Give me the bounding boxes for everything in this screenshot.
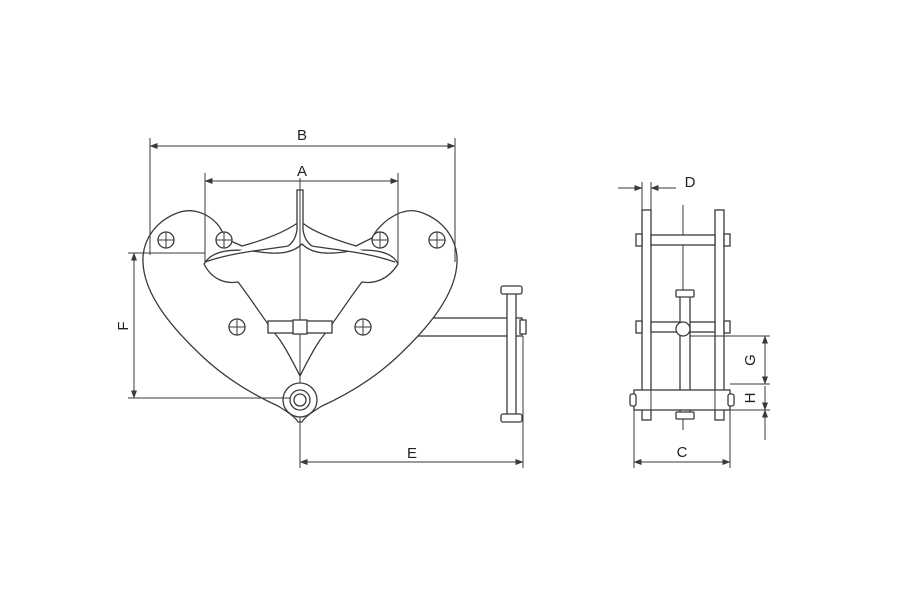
middle-bolt-left <box>228 318 246 336</box>
dimension-label-c: C <box>677 444 688 461</box>
dimension-label-b: B <box>297 127 307 144</box>
upper-bolt-inner-left <box>215 231 233 249</box>
dimension-label-f: F <box>115 321 132 330</box>
beam-window <box>203 243 399 378</box>
left-jaw <box>204 189 304 263</box>
top-bolt <box>650 234 716 246</box>
upper-bolt-outer-right <box>428 231 446 249</box>
left-side-plate <box>641 209 652 421</box>
upper-bolt-inner-right <box>371 231 389 249</box>
dimension-label-e: E <box>407 445 417 462</box>
sliding-jaw-center <box>292 319 308 335</box>
right-side-plate <box>714 209 725 421</box>
dimension-label-h: H <box>742 393 759 404</box>
middle-bolt-right <box>354 318 372 336</box>
screw-end-cap <box>519 319 527 335</box>
side-view: D C G H <box>618 174 770 468</box>
t-handle-bottom-knob <box>500 413 523 423</box>
front-view: A B F E <box>115 127 527 468</box>
dimension-label-d: D <box>685 174 696 191</box>
dimension-label-g: G <box>742 354 759 366</box>
t-handle-bar <box>506 291 517 417</box>
lifting-eye <box>282 382 318 418</box>
upper-bolt-outer-left <box>157 231 175 249</box>
right-jaw <box>302 229 396 263</box>
dimension-label-a: A <box>297 163 307 180</box>
shackle-pin <box>633 389 731 411</box>
t-handle-top-knob <box>500 285 523 295</box>
